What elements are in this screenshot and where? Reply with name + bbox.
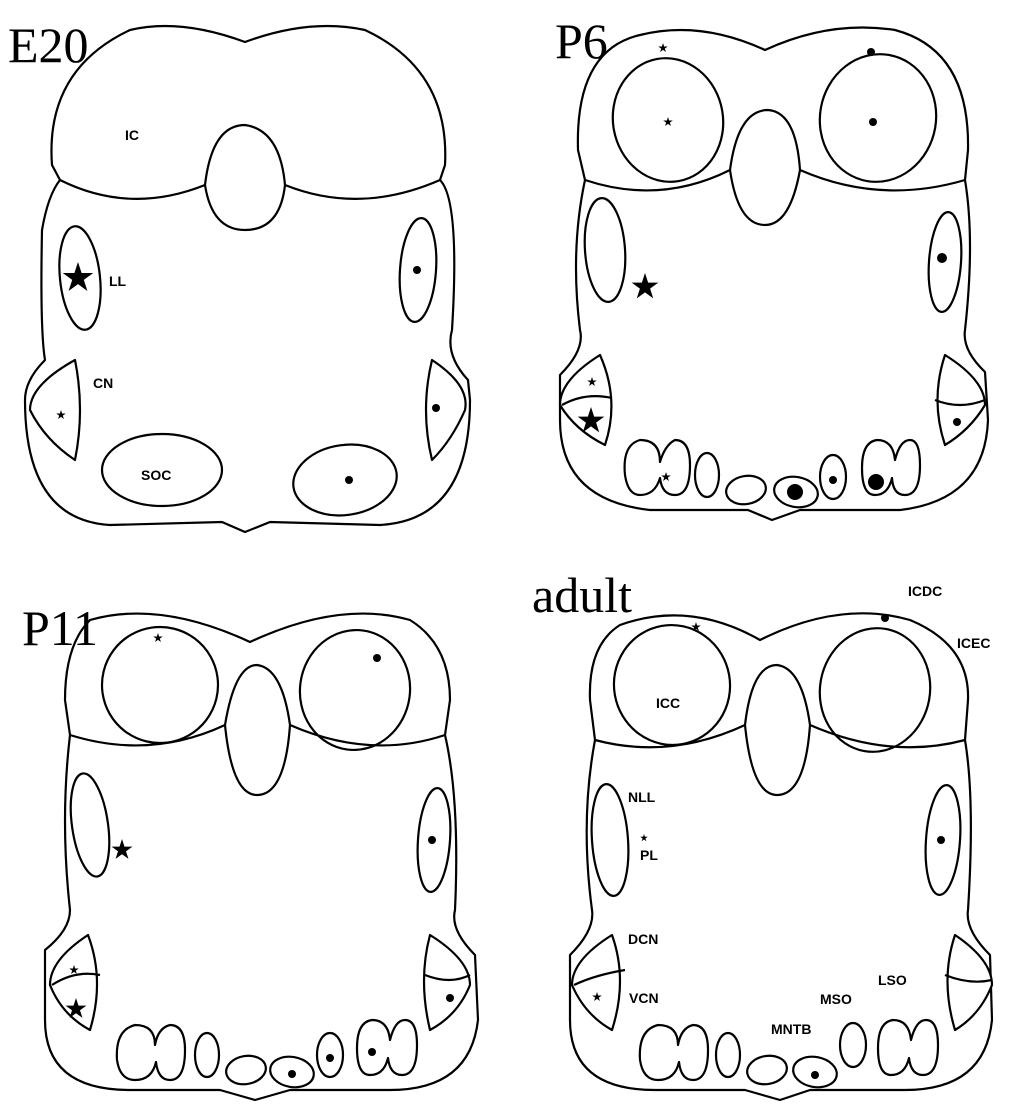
dot-marker-large [868,474,884,490]
dot-marker [368,1048,376,1056]
label-ll: LL [109,273,127,289]
dot-marker [937,836,945,844]
label-lso: LSO [878,972,907,988]
star-marker-small [640,834,648,841]
star-marker-large [112,839,133,859]
p11-mso-left [195,1033,219,1077]
star-marker-small [153,633,163,642]
dot-marker [953,418,961,426]
panel-title-e20: E20 [8,17,89,73]
label-cn: CN [93,375,113,391]
p11-lso-left [117,1025,185,1080]
star-marker-large [632,273,659,298]
e20-brainstem-outline [25,26,470,532]
dot-marker [829,476,837,484]
panel-title-adult: adult [532,567,632,623]
panel-p11: P11 [22,600,478,1100]
label-icec: ICEC [957,635,990,651]
p6-ll-left [581,197,628,304]
star-marker-small [658,43,668,52]
label-vcn: VCN [629,990,659,1006]
p6-cn-left [560,355,611,445]
p6-mso-left [695,453,719,497]
p6-icc-right [810,45,946,191]
p6-lso-left [625,440,690,495]
dot-marker [413,266,421,274]
p6-mntb-left [724,473,768,508]
p11-cn-right [424,935,470,1030]
panel-title-p11: P11 [22,600,98,656]
adult-mso-right [840,1023,866,1067]
dot-marker [881,614,889,622]
p11-ll-left [65,771,115,879]
dot-marker [326,1054,334,1062]
dot-marker [811,1071,819,1079]
adult-icc-left [604,616,739,754]
adult-lso-left [640,1025,708,1080]
star-marker-large [63,262,93,291]
p11-icc-left [94,619,225,750]
adult-mntb-left [745,1053,789,1088]
e20-cn-left [30,360,80,460]
star-marker-small [661,472,671,481]
p11-midline-cleft [225,665,290,795]
panel-e20: E20 IC LL CN SOC [8,17,470,532]
dot-marker-large [787,484,803,500]
e20-cn-right [426,360,466,460]
p11-mntb-left [224,1053,268,1088]
adult-ll-left [588,783,632,897]
label-pl: PL [640,847,658,863]
dot-marker [937,253,947,263]
e20-midline-cleft [205,125,285,230]
label-soc: SOC [141,467,171,483]
dot-marker [867,48,875,56]
panel-p6: P6 [555,13,988,520]
dot-marker [345,476,353,484]
adult-icc-right [810,619,940,760]
dot-marker [432,404,440,412]
label-icdc: ICDC [908,583,942,599]
label-ic: IC [125,127,139,143]
label-mntb: MNTB [771,1021,811,1037]
dot-marker [373,654,381,662]
label-nll: NLL [628,789,656,805]
label-dcn: DCN [628,931,658,947]
adult-lso-right [878,1020,938,1075]
dot-marker [288,1070,296,1078]
p6-cn-right [938,355,986,445]
p11-lso-right [357,1020,417,1075]
adult-midline-cleft [745,665,810,795]
panel-adult: adult ICDC ICEC ICC NLL PL DCN VCN MNTB … [532,567,992,1100]
star-marker-small [663,117,673,126]
p6-midline-cleft [730,110,800,225]
dot-marker [869,118,877,126]
dot-marker [428,836,436,844]
adult-mso-left [716,1033,740,1077]
dot-marker [446,994,454,1002]
label-mso: MSO [820,991,852,1007]
p11-icc-right [292,623,418,757]
label-icc: ICC [656,695,680,711]
